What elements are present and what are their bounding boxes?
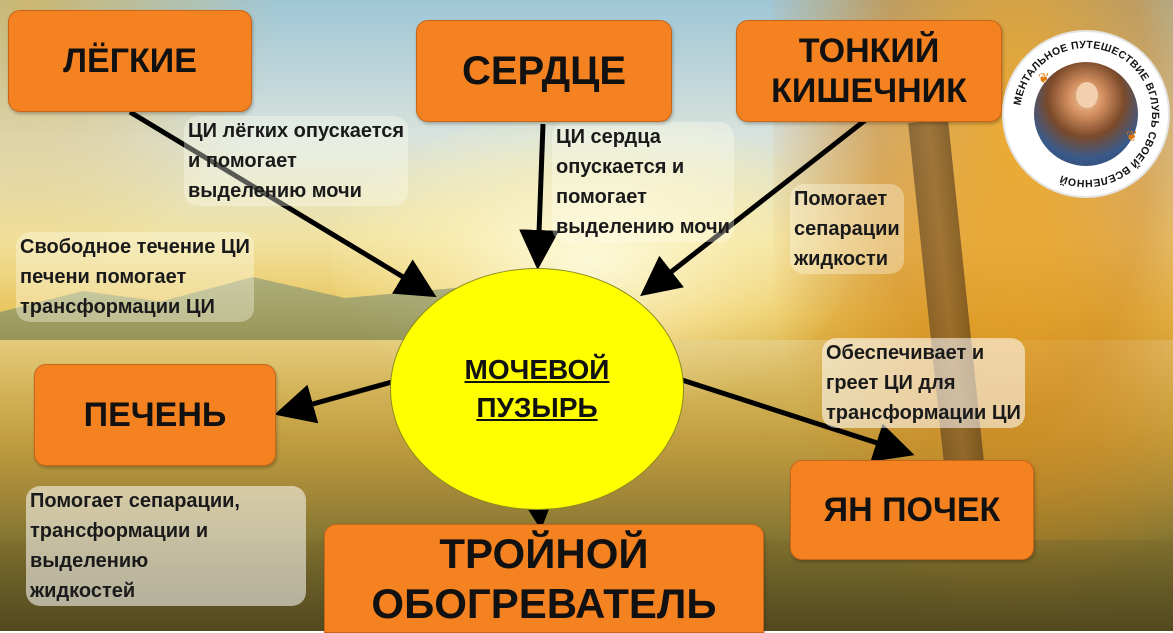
node-lungs-label: ЛЁГКИЕ xyxy=(63,41,197,80)
note-liver: Свободное течение ЦИ печени помогает тра… xyxy=(16,232,254,322)
note-heart-line-4: выделению мочи xyxy=(556,216,730,238)
node-liver-label: ПЕЧЕНЬ xyxy=(83,395,227,434)
note-heart-line-1: ЦИ сердца xyxy=(556,126,661,148)
note-kidney-yang: Обеспечивает и греет ЦИ для трансформаци… xyxy=(822,338,1025,428)
note-triple-heater: Помогает сепарации, трансформации и выде… xyxy=(26,486,306,606)
arrow-heart-to-bladder xyxy=(519,123,560,270)
node-liver: ПЕЧЕНЬ xyxy=(34,364,276,466)
node-small-intestine: ТОНКИЙ КИШЕЧНИК xyxy=(736,20,1002,122)
note-lungs-line-1: ЦИ лёгких опускается xyxy=(188,120,405,142)
note-triple-heater-line-1: Помогает сепарации, xyxy=(30,490,240,512)
note-liver-line-2: печени помогает xyxy=(20,266,187,288)
node-triple-heater-line-1: ТРОЙНОЙ xyxy=(439,529,649,577)
node-heart: СЕРДЦЕ xyxy=(416,20,672,122)
butterfly-icon: ❦ xyxy=(1126,128,1138,144)
arrow-bladder-to-kidney-yang xyxy=(681,377,915,462)
node-kidney-yang-label: ЯН ПОЧЕК xyxy=(823,490,1001,529)
butterfly-icon: ❦ xyxy=(1038,70,1050,86)
note-small-intestine-line-3: жидкости xyxy=(794,248,889,270)
note-heart-line-3: помогает xyxy=(556,186,647,208)
node-triple-heater: ТРОЙНОЙ ОБОГРЕВАТЕЛЬ xyxy=(324,524,764,633)
note-kidney-yang-line-3: трансформации ЦИ xyxy=(826,402,1021,424)
logo-ring-text: МЕНТАЛЬНОЕ ПУТЕШЕСТВИЕ ВГЛУБЬ СВОЕЙ ВСЕЛ… xyxy=(1012,39,1162,189)
arrow-lungs-to-bladder xyxy=(128,109,437,298)
logo-ring-label: МЕНТАЛЬНОЕ ПУТЕШЕСТВИЕ ВГЛУБЬ СВОЕЙ ВСЕЛ… xyxy=(1012,39,1161,189)
note-lungs-line-3: выделению мочи xyxy=(188,180,362,202)
note-liver-line-1: Свободное течение ЦИ xyxy=(20,236,250,258)
arrow-bladder-to-liver xyxy=(274,379,393,424)
note-small-intestine-line-1: Помогает xyxy=(794,188,888,210)
node-small-intestine-line-1: ТОНКИЙ xyxy=(798,32,940,70)
note-triple-heater-line-4: жидкостей xyxy=(30,580,136,602)
node-triple-heater-line-2: ОБОГРЕВАТЕЛЬ xyxy=(371,579,717,627)
note-triple-heater-line-2: трансформации и xyxy=(30,520,209,542)
node-lungs: ЛЁГКИЕ xyxy=(8,10,252,112)
brand-logo: ❦ ❦ МЕНТАЛЬНОЕ ПУТЕШЕСТВИЕ ВГЛУБЬ СВОЕЙ … xyxy=(1002,30,1170,198)
node-heart-label: СЕРДЦЕ xyxy=(461,48,627,93)
node-bladder-line-1: МОЧЕВОЙ xyxy=(464,354,610,385)
note-lungs-line-2: и помогает xyxy=(188,150,297,172)
note-heart: ЦИ сердца опускается и помогает выделени… xyxy=(552,122,734,242)
note-lungs: ЦИ лёгких опускается и помогает выделени… xyxy=(184,116,409,206)
node-small-intestine-line-2: КИШЕЧНИК xyxy=(771,72,967,110)
svg-text:МЕНТАЛЬНОЕ ПУТЕШЕСТВИЕ ВГЛУБЬ: МЕНТАЛЬНОЕ ПУТЕШЕСТВИЕ ВГЛУБЬ СВОЕЙ ВСЕЛ… xyxy=(1012,39,1162,189)
note-kidney-yang-line-1: Обеспечивает и xyxy=(826,342,985,364)
note-liver-line-3: трансформации ЦИ xyxy=(20,296,215,318)
note-triple-heater-line-3: выделению xyxy=(30,550,149,572)
node-kidney-yang: ЯН ПОЧЕК xyxy=(790,460,1034,560)
arrow-small-intestine-to-bladder xyxy=(640,116,870,297)
node-bladder-line-2: ПУЗЫРЬ xyxy=(476,392,598,423)
node-bladder: МОЧЕВОЙ ПУЗЫРЬ xyxy=(390,268,684,510)
note-small-intestine: Помогает сепарации жидкости xyxy=(790,184,904,274)
note-small-intestine-line-2: сепарации xyxy=(794,218,900,240)
note-heart-line-2: опускается и xyxy=(556,156,685,178)
note-kidney-yang-line-2: греет ЦИ для xyxy=(826,372,956,394)
portrait-face xyxy=(1076,82,1098,108)
woman-portrait-icon xyxy=(1034,62,1138,166)
